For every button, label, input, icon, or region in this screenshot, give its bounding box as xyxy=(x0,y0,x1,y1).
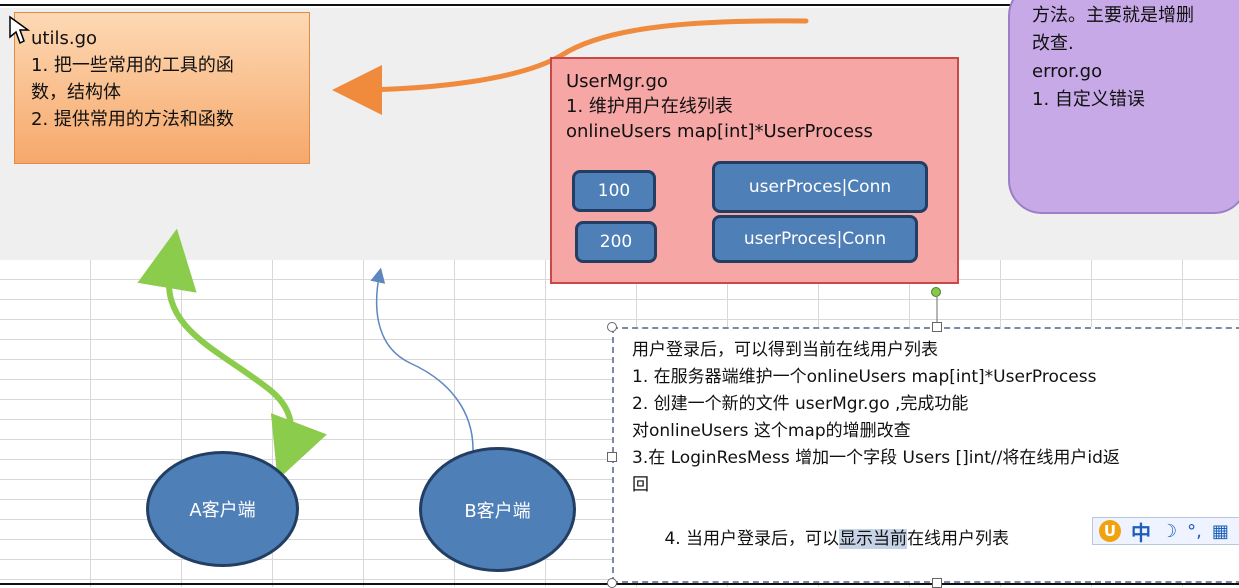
note-line-4: 对onlineUsers 这个map的增删改查 xyxy=(632,421,911,441)
bottom-border-line xyxy=(0,583,1239,585)
note-line-1: 用户登录后，可以得到当前在线用户列表 xyxy=(632,340,938,360)
note-handle-top-left[interactable] xyxy=(607,322,617,332)
error-line-5: 1. 自定义错误 xyxy=(1032,89,1145,110)
usermgr-text: UserMgr.go 1. 维护用户在线列表 onlineUsers map[i… xyxy=(566,69,957,144)
user-id-100-box: 100 xyxy=(572,170,656,212)
note-line-2: 1. 在服务器端维护一个onlineUsers map[int]*UserPro… xyxy=(632,367,1097,387)
green-double-arrow xyxy=(137,228,327,480)
note-handle-left-middle[interactable] xyxy=(607,452,617,462)
moon-icon[interactable]: ☽ xyxy=(1161,520,1178,542)
degree-icon[interactable]: °, xyxy=(1187,520,1202,542)
utils-title: utils.go xyxy=(31,28,98,49)
b-client-ellipse: B客户端 xyxy=(419,447,576,572)
utils-card: utils.go 1. 把一些常用的工具的函 数，结构体 2. 提供常用的方法和… xyxy=(14,12,310,164)
note-line-7: 4. 当用户登录后，可以显示当前在线用户列表 xyxy=(632,499,1239,580)
a-client-ellipse: A客户端 xyxy=(146,451,299,567)
keyboard-icon[interactable]: ▦ xyxy=(1211,520,1229,542)
top-border-line xyxy=(0,4,1239,6)
rotate-handle-icon[interactable] xyxy=(931,287,941,297)
user-proc-100-box: userProces|Conn xyxy=(712,161,928,213)
blue-arrow-b-client xyxy=(370,267,474,453)
note-line-7-suffix: 在线用户列表 xyxy=(907,529,1010,549)
error-card: 方法。主要就是增删 改查. error.go 1. 自定义错误 xyxy=(1008,0,1239,214)
note-line-3: 2. 创建一个新的文件 userMgr.go ,完成功能 xyxy=(632,394,969,414)
error-line-1: 方法。主要就是增删 xyxy=(1032,5,1194,26)
error-line-4: error.go xyxy=(1032,61,1103,82)
note-handle-top-middle[interactable] xyxy=(932,322,942,332)
utils-line-3: 2. 提供常用的方法和函数 xyxy=(31,109,234,130)
usermgr-line-1: UserMgr.go xyxy=(566,71,668,92)
note-line-7-highlight: 显示当前 xyxy=(839,529,908,549)
error-line-2: 改查. xyxy=(1032,33,1074,54)
chinese-char-icon[interactable]: 中 xyxy=(1131,520,1151,545)
orange-arrow-to-utils xyxy=(332,18,809,115)
user-proc-200-box: userProces|Conn xyxy=(712,215,918,263)
note-line-6: 回 xyxy=(632,475,649,495)
utils-line-1: 1. 把一些常用的工具的函 xyxy=(31,55,234,76)
shield-icon[interactable]: U xyxy=(1099,520,1121,542)
user-id-200-box: 200 xyxy=(575,221,657,263)
note-line-7-prefix: 4. 当用户登录后，可以 xyxy=(664,529,840,549)
usermgr-line-2: 1. 维护用户在线列表 xyxy=(566,96,733,117)
note-line-5: 3.在 LoginResMess 增加一个字段 Users []int//将在线… xyxy=(632,448,1120,468)
mouse-cursor-icon xyxy=(9,15,31,45)
usermgr-line-3: onlineUsers map[int]*UserProcess xyxy=(566,121,873,142)
utils-line-2: 数，结构体 xyxy=(31,82,121,103)
ime-toolbar[interactable]: U 中 ☽ °, ▦ xyxy=(1092,517,1239,545)
